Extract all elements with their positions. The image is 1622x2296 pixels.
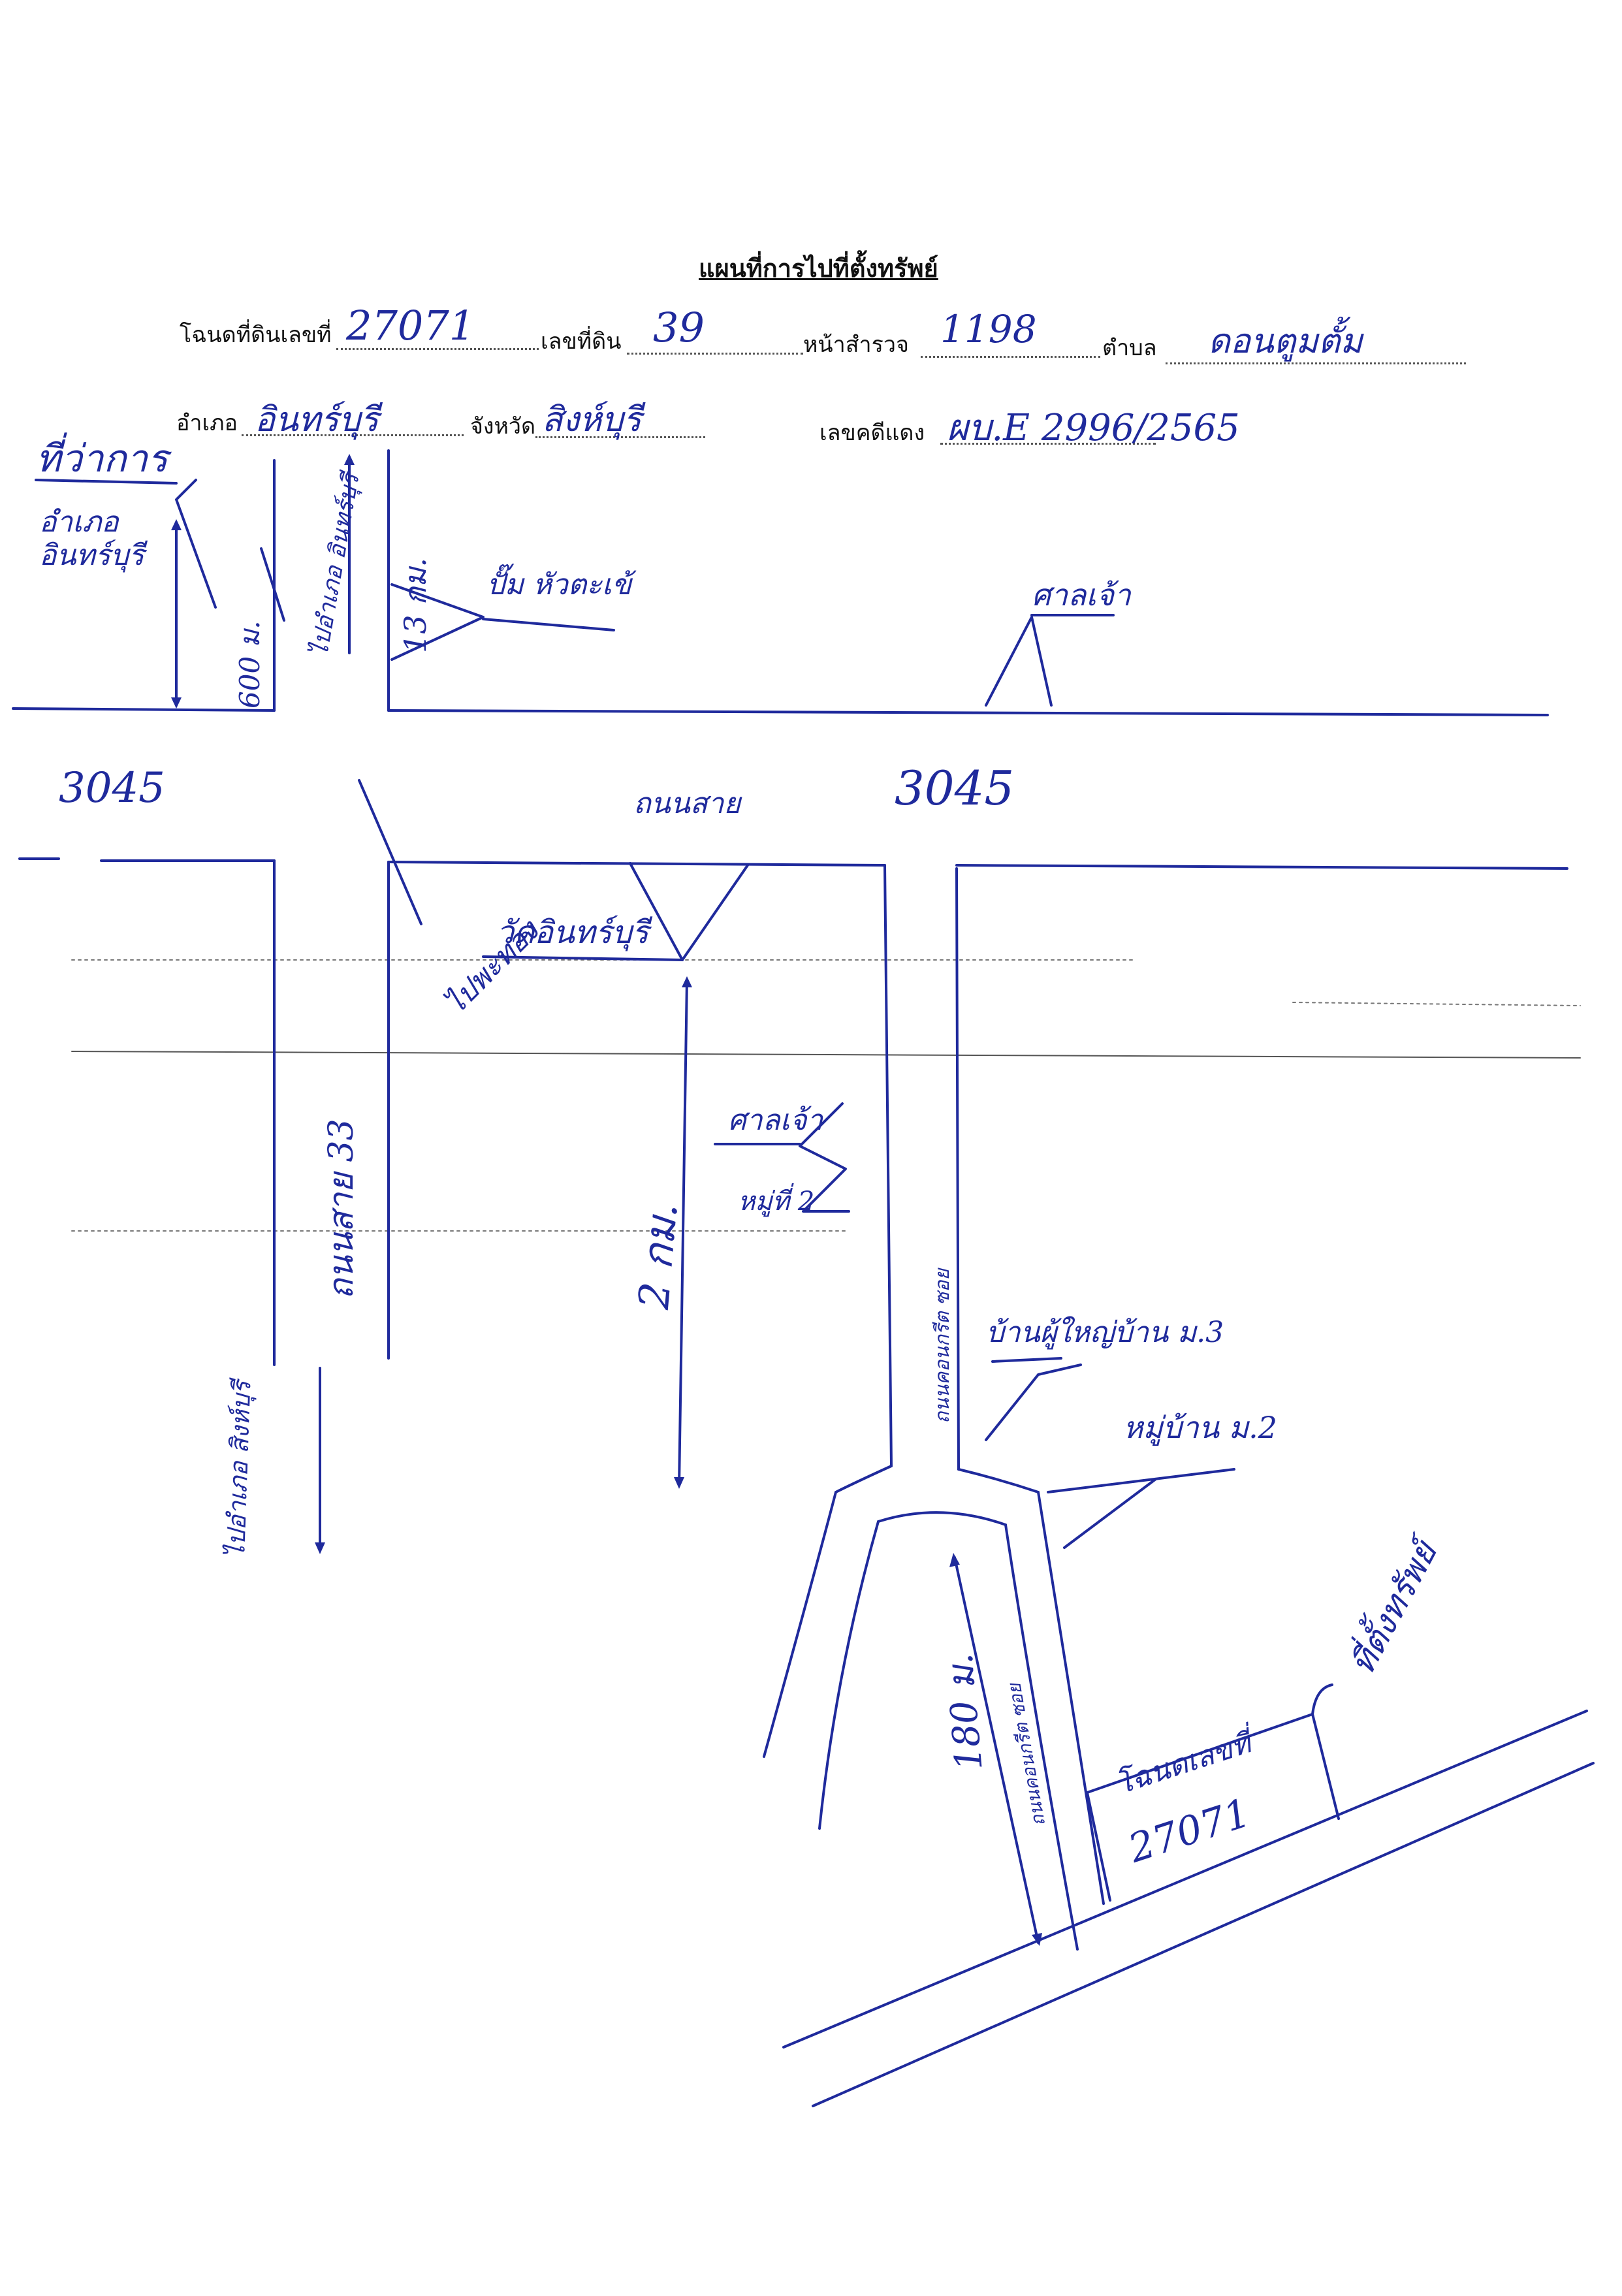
arrowhead [171,697,182,709]
land-no-dotline [627,353,803,355]
province-label: จังหวัด [470,413,536,439]
ruled-line [1292,1002,1581,1006]
wat-marker [629,862,749,961]
survey-page-dotline [921,356,1100,358]
dist-2km-arrow [678,978,688,1487]
road-3045-right-label: 3045 [895,761,1015,816]
arrowhead [682,976,692,987]
to-singburi-label: ไปอำเภอ สิงห์บุรี [221,1380,257,1559]
shrine-label: ศาลเจ้า [728,1104,823,1137]
arrowhead [171,519,182,530]
arrowhead [674,1477,684,1489]
province-value: สิงห์บุรี [542,400,642,439]
shrine-markers [799,1102,850,1213]
pump-pointer [482,618,615,631]
survey-page-value: 1198 [940,307,1037,351]
arrowhead [344,454,355,465]
page-title: แผนที่การไปที่ตั้งทรัพย์ [699,254,938,283]
wat-label: วัดอินทร์บุรี [496,914,649,951]
arrowhead [1032,1933,1042,1946]
house-m3-marker [985,1363,1082,1441]
land-no-label: เลขที่ดิน [541,328,622,355]
fork-right-upper [957,1468,1040,1493]
land-no-value: 39 [653,304,705,351]
lane-name-label: ถนนคอนกรีต ซอย [931,1268,954,1424]
dist-180-arrow [953,1556,1040,1944]
province-dotline [535,436,705,438]
deed-dotline [336,348,539,350]
wat-underline [482,955,684,961]
bottom-road-upper-edge [782,1710,1588,2049]
lane-right-edge [955,867,960,1471]
road-3045-top-edge-left [12,707,276,712]
fork-inner-top [877,1511,1007,1526]
road-3045-top-edge-right [387,709,1549,716]
case-dotline [940,443,1156,445]
pointer-line [260,547,285,622]
case-value: ผบ.E 2996/2565 [947,407,1240,449]
pointer-line [358,779,422,925]
lane2-left-edge [1004,1523,1079,1951]
district-value: อินทร์บุรี [255,400,379,439]
arrowhead [949,1553,960,1567]
property-pointer [1311,1683,1333,1715]
office-underline [35,479,178,485]
road-3045-bottom-edge-right [955,864,1568,870]
office-pointer [175,479,217,609]
road-33-label: ถนนสาย 33 [322,1119,361,1299]
dist-13km-label: 13 กม. [398,558,433,653]
fork-inner-left [818,1520,880,1830]
fork-left-branch [763,1491,837,1758]
fork-left-upper [835,1465,893,1493]
district-label: อำเภอ [176,410,238,436]
office-label: ที่ว่าการ [36,436,168,481]
temple-top-label: ศาลเจ้า [1032,577,1131,613]
house-m3-pointer [991,1357,1062,1363]
ruled-line [71,1051,1581,1059]
village-m2-pointer [1047,1468,1235,1493]
house-m3-label: บ้านผู้ใหญ่บ้าน ม.3 [986,1316,1224,1349]
village-m2-pointer [1063,1478,1157,1549]
dist-2km-label: 2 กม. [629,1201,688,1311]
lane-left-edge [883,864,893,1467]
road-3045-name-label: ถนนสาย [633,787,741,820]
temple-top-marker [985,616,1053,707]
survey-page-label: หน้าสำรวจ [803,332,909,358]
arrowhead [315,1542,325,1554]
subdistrict-value: ดอนตูมตั้ม [1208,322,1363,361]
subdistrict-label: ตำบล [1102,335,1157,361]
village-2-label: หมู่ที่ 2 [738,1187,815,1217]
district-dotline [242,434,464,436]
road-3045-bottom-edge [387,861,886,867]
lane2-right-edge [1037,1491,1105,1905]
dist-600-label: 600 ม. [234,620,266,709]
case-label: เลขคดีแดง [819,420,925,446]
district-office-label: อำเภอ อินทร์บุรี [39,505,144,572]
pump-label: ปั๊ม หัวตะเข้ [486,568,631,601]
dist-180-label: 180 ม. [938,1651,991,1772]
pump-marker [390,583,485,661]
bottom-road-lower-edge [812,1762,1595,2107]
village-m2-label: หมู่บ้าน ม.2 [1123,1410,1277,1445]
deed-value: 27071 [346,302,475,349]
deed-label: โฉนดที่ดินเลขที่ [180,322,332,348]
subdistrict-dotline [1166,362,1466,364]
property-plot [1086,1713,1340,1902]
road-3045-left-label: 3045 [59,764,165,812]
